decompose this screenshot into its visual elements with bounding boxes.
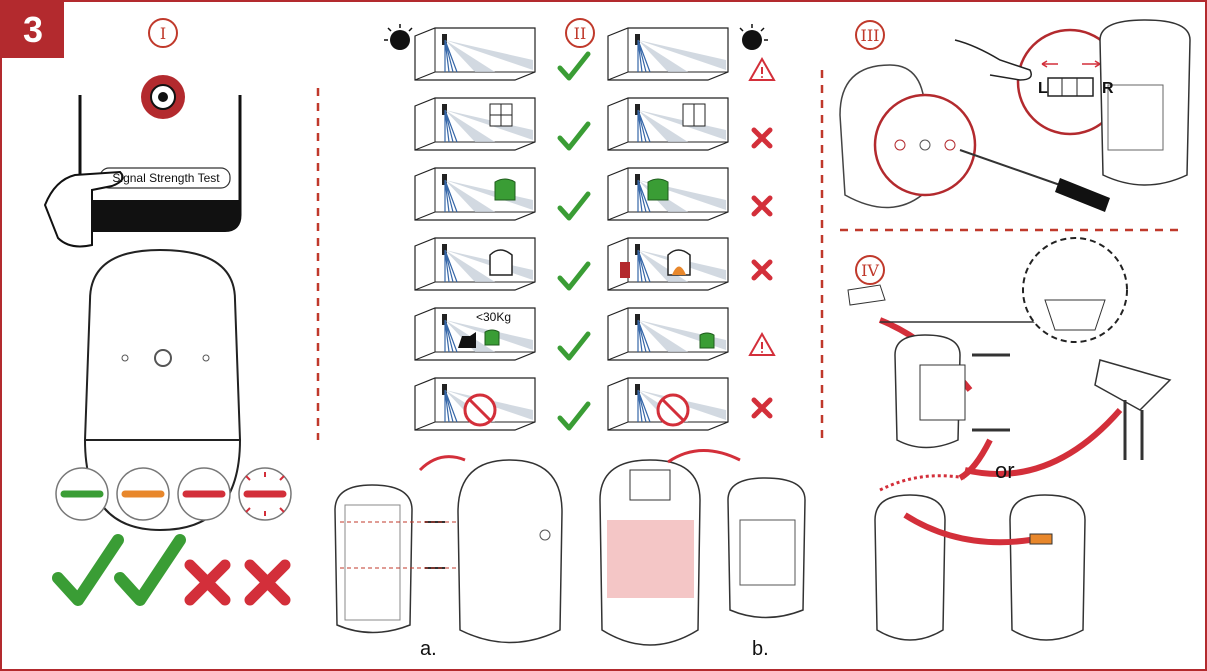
section-numeral-4: IV <box>855 255 885 285</box>
warning-icon <box>749 58 775 81</box>
cross-icon <box>754 130 770 146</box>
check-icon <box>560 124 588 148</box>
signal-results <box>52 534 291 606</box>
signal-strength-test-button[interactable]: Signal Strength Test <box>112 171 220 185</box>
or-label: or <box>995 458 1015 483</box>
led-indicators <box>55 467 292 521</box>
assembly-label-a: a. <box>420 638 437 660</box>
dip-switch-left-label: L <box>1038 80 1048 97</box>
section-numeral-2: II <box>565 18 595 48</box>
assembly-label-b: b. <box>752 638 769 660</box>
section-numeral-3: III <box>855 20 885 50</box>
panel-screen <box>43 75 242 248</box>
check-icon <box>560 194 588 218</box>
dip-switch-right-label: R <box>1102 80 1114 97</box>
dip-switch-illustration <box>839 19 1191 212</box>
check-icon <box>560 54 588 78</box>
check-icon <box>560 404 588 428</box>
assembly-illustrations <box>334 449 806 646</box>
warning-icon <box>749 333 775 356</box>
check-icon <box>560 334 588 358</box>
check-icon <box>560 264 588 288</box>
placement-grid <box>384 24 768 431</box>
section-numeral-1: I <box>148 18 178 48</box>
pet-weight-label: <30Kg <box>476 310 512 324</box>
step-number-badge: 3 <box>2 2 64 58</box>
cross-icon <box>754 262 770 278</box>
section-dividers <box>316 70 1185 440</box>
cross-icon <box>754 198 770 214</box>
cross-icon <box>754 400 770 416</box>
mounting-illustration <box>847 237 1172 641</box>
